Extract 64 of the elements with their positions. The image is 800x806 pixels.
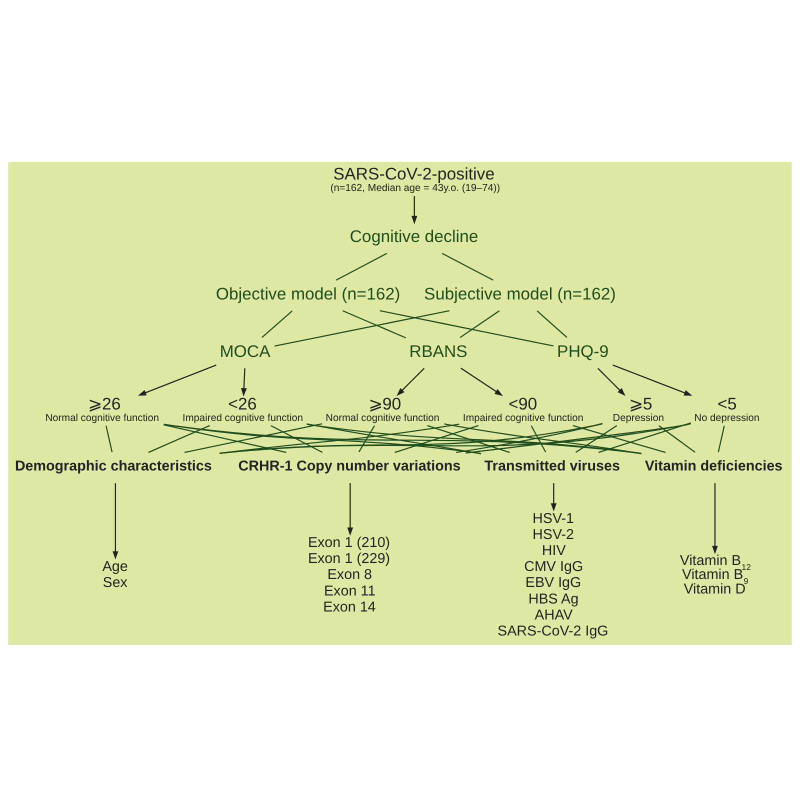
connector bbox=[575, 424, 618, 452]
connector bbox=[164, 423, 482, 454]
connector bbox=[444, 422, 642, 454]
node-text: Demographic characteristics bbox=[14, 458, 212, 474]
connector bbox=[164, 423, 642, 454]
connector bbox=[148, 424, 210, 452]
connector bbox=[219, 422, 603, 454]
node-text: <26 Impaired cognitive function bbox=[182, 394, 304, 424]
connector bbox=[184, 422, 322, 453]
node-text: Objective model (n=162) bbox=[216, 284, 400, 304]
connector bbox=[530, 424, 546, 452]
connector bbox=[394, 424, 479, 453]
arrow bbox=[612, 364, 692, 396]
arrow bbox=[138, 364, 216, 396]
node-text: CRHR-1 Copy number variations bbox=[238, 458, 461, 474]
node-text: HSV-1 HSV-2 HIV CMV IgG EBV IgG HBS Ag AHAV SARS-CoV-2 IgG bbox=[498, 510, 608, 639]
node-text: Exon 1 (210) Exon 1 (229) Exon 8 Exon 11 Exon 14 bbox=[308, 534, 390, 615]
arrow bbox=[597, 367, 626, 396]
connector bbox=[270, 424, 323, 452]
node-text: MOCA bbox=[220, 342, 270, 361]
node-text: Vitamin deficiencies bbox=[644, 458, 783, 474]
node-text: Vitamin B$_{12}$ Vitamin B$_{9}$ Vitamin D bbox=[680, 552, 751, 598]
arrow bbox=[550, 482, 557, 512]
connector bbox=[442, 252, 494, 280]
arrow bbox=[241, 368, 247, 396]
node-text: <5 No depression bbox=[694, 394, 760, 424]
node-text: Subjective model (n=162) bbox=[424, 284, 616, 304]
node-text: SARS-CoV-2-positive (n=162, Median age = 43y.o. (19–74)) bbox=[330, 164, 500, 194]
node-text: ⩾90 Normal cognitive function bbox=[326, 394, 440, 424]
connector bbox=[466, 422, 691, 454]
arrow bbox=[411, 196, 418, 224]
node-text: ⩾5 Depression bbox=[612, 394, 664, 424]
connector bbox=[536, 310, 568, 338]
connector bbox=[306, 422, 481, 454]
arrow bbox=[396, 367, 425, 396]
connector bbox=[572, 424, 666, 453]
connector bbox=[106, 425, 113, 452]
node-text: RBANS bbox=[409, 342, 468, 361]
connector bbox=[598, 422, 691, 453]
connector bbox=[163, 424, 286, 453]
connector bbox=[358, 424, 375, 452]
connector bbox=[427, 424, 510, 453]
node-text: Cognitive decline bbox=[350, 226, 478, 246]
arrow bbox=[347, 482, 354, 536]
connector bbox=[306, 423, 642, 454]
node-text: PHQ-9 bbox=[557, 342, 609, 361]
connector bbox=[219, 423, 460, 454]
connector bbox=[274, 310, 450, 346]
connector bbox=[658, 424, 696, 452]
connector bbox=[456, 422, 603, 453]
arrow bbox=[112, 482, 118, 559]
connector bbox=[460, 310, 500, 338]
node-text: Transmitted viruses bbox=[484, 458, 620, 474]
node-text: Age Sex bbox=[102, 558, 128, 591]
node-text: <90 Impaired cognitive function bbox=[462, 394, 584, 424]
arrow bbox=[460, 367, 503, 396]
connector bbox=[718, 425, 725, 452]
connector bbox=[219, 422, 691, 454]
connector bbox=[342, 310, 406, 338]
connector bbox=[380, 310, 554, 346]
connector bbox=[262, 310, 293, 338]
connector bbox=[336, 252, 388, 280]
node-text: ⩾26 Normal cognitive function bbox=[45, 394, 160, 424]
arrow bbox=[712, 482, 718, 554]
